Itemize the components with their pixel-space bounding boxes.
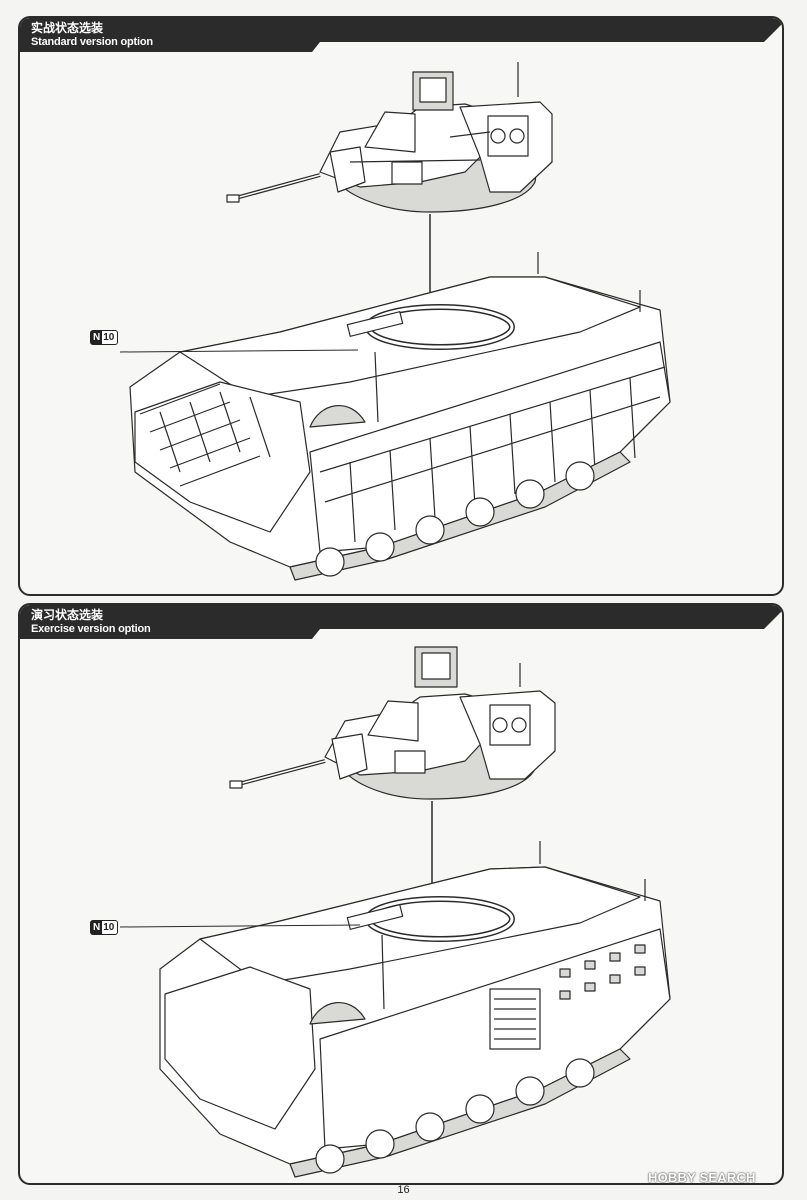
section-header: 演习状态选装 Exercise version option bbox=[20, 605, 782, 639]
part-tag-letter: N bbox=[91, 331, 103, 344]
part-tag-n10: N 10 bbox=[90, 330, 119, 345]
page-number: 16 bbox=[397, 1184, 410, 1196]
hull bbox=[129, 252, 671, 581]
turret bbox=[229, 646, 556, 800]
header-banner bbox=[20, 18, 782, 52]
part-tag-n10: N 10 bbox=[90, 920, 119, 935]
section-header: 实战状态选装 Standard version option bbox=[20, 18, 782, 52]
part-tag-number: 10 bbox=[103, 332, 115, 343]
part-leader-line bbox=[119, 349, 359, 353]
exercise-version-panel: 演习状态选装 Exercise version option bbox=[18, 603, 784, 1185]
vehicle-assembly-drawing bbox=[119, 646, 671, 1178]
vehicle-assembly-drawing bbox=[119, 62, 671, 581]
part-leader-line bbox=[119, 924, 361, 928]
part-tag-letter: N bbox=[91, 921, 103, 934]
hull bbox=[159, 841, 671, 1178]
header-banner bbox=[20, 605, 782, 639]
section-title-en: Standard version option bbox=[31, 36, 153, 48]
section-title-cn: 实战状态选装 bbox=[31, 21, 104, 35]
section-title-cn: 演习状态选装 bbox=[31, 608, 104, 622]
watermark: HOBBY SEARCH bbox=[648, 1170, 756, 1185]
standard-version-panel: 实战状态选装 Standard version option bbox=[18, 16, 784, 596]
section-title-en: Exercise version option bbox=[31, 623, 151, 635]
turret bbox=[226, 62, 553, 213]
part-tag-number: 10 bbox=[103, 922, 115, 933]
